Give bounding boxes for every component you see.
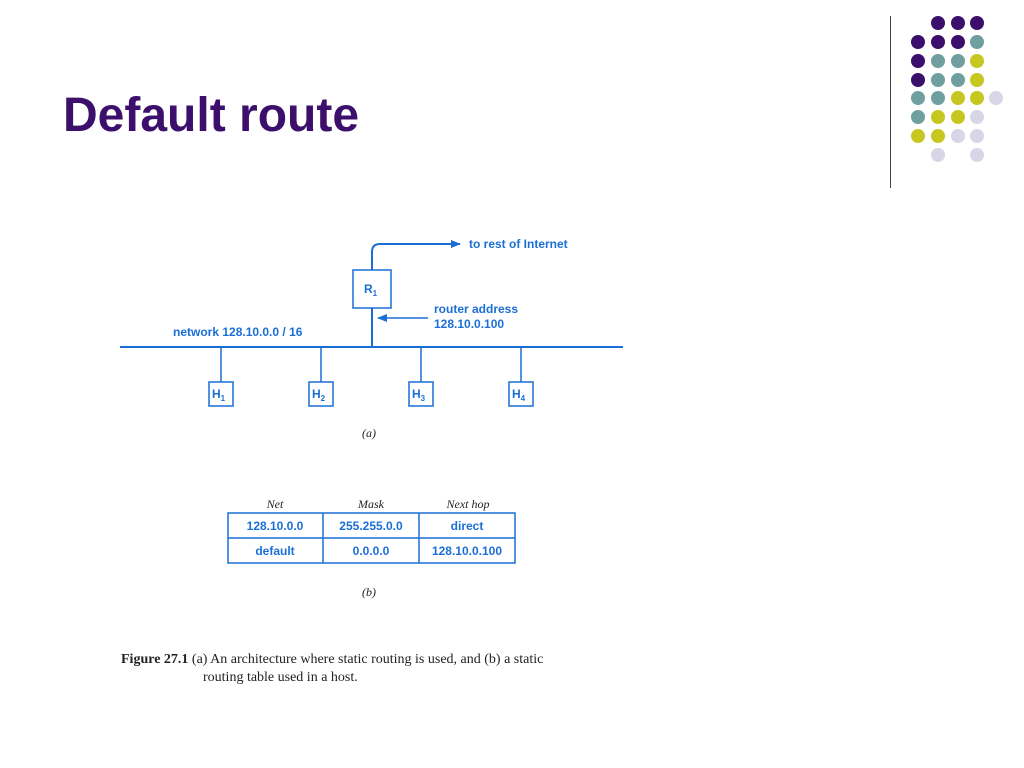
decorative-dot bbox=[989, 91, 1003, 105]
host-label: H2 bbox=[312, 387, 326, 403]
table-cell: 128.10.0.100 bbox=[432, 544, 502, 558]
table-cell: 128.10.0.0 bbox=[247, 519, 304, 533]
decorative-dot bbox=[951, 73, 965, 87]
decorative-dot bbox=[931, 148, 945, 162]
figure-number: Figure 27.1 bbox=[121, 652, 189, 667]
table-header-net: Net bbox=[266, 497, 284, 511]
host-label: H3 bbox=[412, 387, 426, 403]
decorative-dot bbox=[931, 129, 945, 143]
part-a-label: (a) bbox=[362, 426, 376, 440]
decorative-dot bbox=[911, 54, 925, 68]
decorative-dot bbox=[911, 91, 925, 105]
decorative-dot bbox=[931, 54, 945, 68]
decorative-dot bbox=[931, 110, 945, 124]
host-h2: H2 bbox=[308, 347, 334, 407]
decorative-dot bbox=[970, 35, 984, 49]
network-label: network 128.10.0.0 / 16 bbox=[173, 325, 303, 339]
router-address-label: router address bbox=[434, 302, 518, 316]
decorative-dot bbox=[931, 91, 945, 105]
decorative-dot bbox=[970, 73, 984, 87]
decorative-dot bbox=[951, 16, 965, 30]
decorative-dot bbox=[931, 16, 945, 30]
decorative-dot bbox=[970, 54, 984, 68]
decorative-dot bbox=[931, 35, 945, 49]
router-label: R1 bbox=[364, 282, 378, 298]
decorative-dot bbox=[911, 129, 925, 143]
caption-text-1: (a) An architecture where static routing… bbox=[191, 652, 544, 667]
router-address-value: 128.10.0.100 bbox=[434, 317, 504, 331]
internet-link bbox=[371, 240, 461, 270]
decorative-dot bbox=[970, 16, 984, 30]
host-h4: H4 bbox=[508, 347, 534, 407]
decorative-dot bbox=[931, 73, 945, 87]
decorative-dot bbox=[970, 110, 984, 124]
decorative-dot bbox=[951, 110, 965, 124]
table-header-mask: Mask bbox=[357, 497, 385, 511]
internet-label: to rest of Internet bbox=[469, 237, 568, 251]
decorative-dot-grid bbox=[911, 16, 1003, 162]
decorative-dot bbox=[951, 129, 965, 143]
caption-line-1: Figure 27.1 (a) An architecture where st… bbox=[121, 651, 626, 669]
host-label: H1 bbox=[212, 387, 226, 403]
host-h1: H1 bbox=[208, 347, 234, 407]
part-b-label: (b) bbox=[362, 585, 376, 599]
decorative-dot bbox=[970, 91, 984, 105]
host-label: H4 bbox=[512, 387, 526, 403]
decorative-dot bbox=[970, 129, 984, 143]
figure-caption: Figure 27.1 (a) An architecture where st… bbox=[121, 651, 626, 687]
table-cell: direct bbox=[451, 519, 484, 533]
decorative-dot bbox=[911, 110, 925, 124]
host-h3: H3 bbox=[408, 347, 434, 407]
decorative-dot bbox=[951, 35, 965, 49]
decorative-dot bbox=[951, 91, 965, 105]
decorative-dot bbox=[970, 148, 984, 162]
decorative-dot bbox=[911, 73, 925, 87]
table-header-next-hop: Next hop bbox=[446, 497, 490, 511]
decorative-dot bbox=[911, 35, 925, 49]
table-cell: 0.0.0.0 bbox=[353, 544, 390, 558]
table-cell: 255.255.0.0 bbox=[339, 519, 403, 533]
table-cell: default bbox=[255, 544, 294, 558]
decorative-dot bbox=[951, 54, 965, 68]
slide-title: Default route bbox=[63, 89, 360, 142]
decorative-divider bbox=[890, 16, 891, 188]
caption-line-2: routing table used in a host. bbox=[203, 670, 358, 685]
